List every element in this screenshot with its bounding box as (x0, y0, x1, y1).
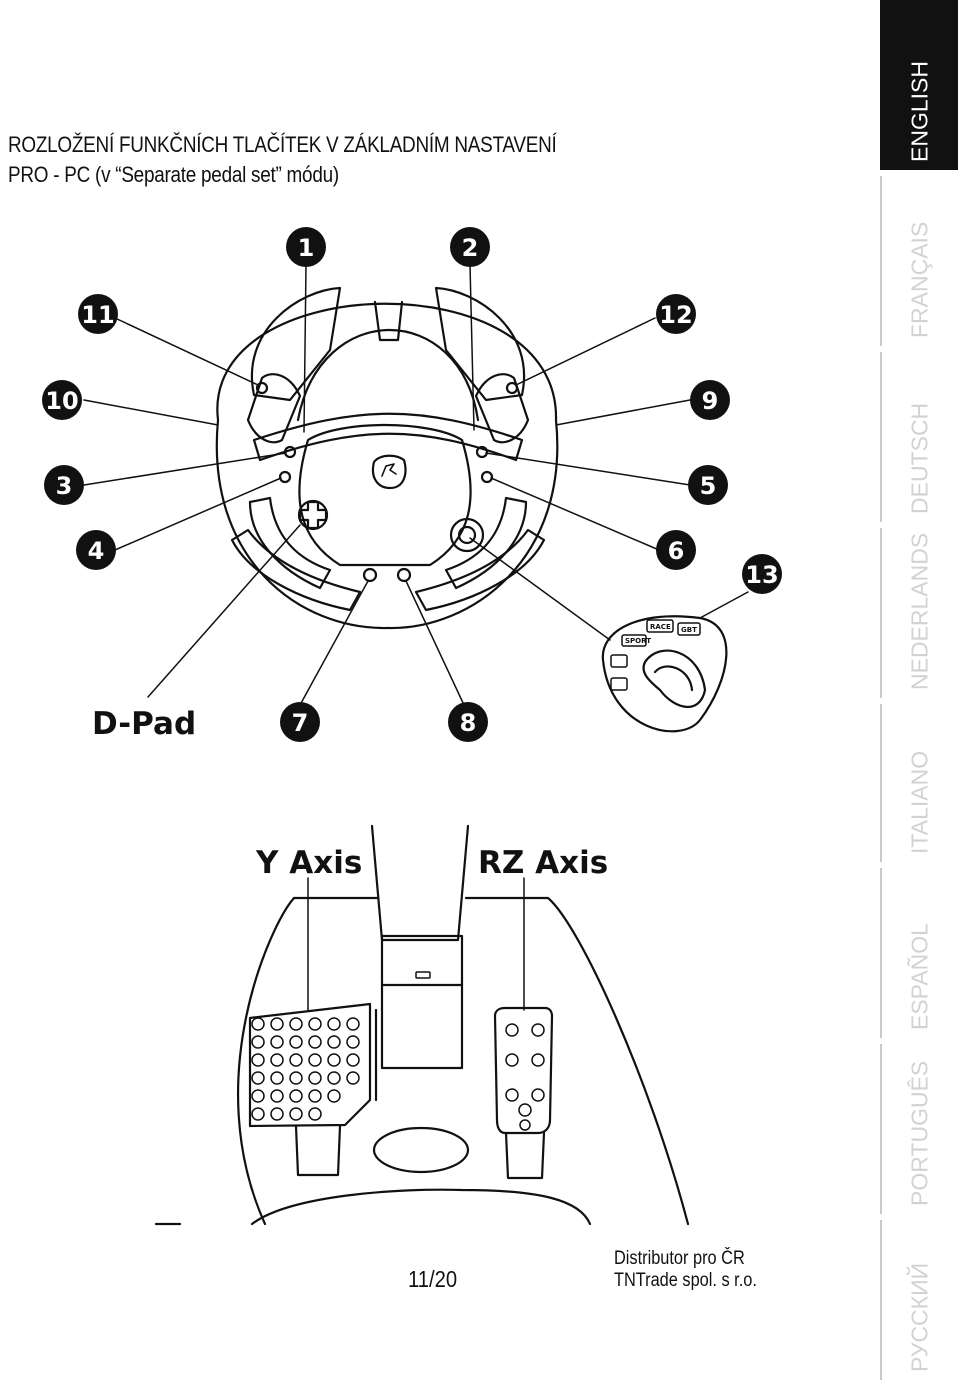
tab-francais[interactable]: FRANÇAIS (880, 176, 958, 346)
callout-number: 9 (702, 387, 719, 415)
tab-deutsch[interactable]: DEUTSCH (880, 352, 958, 522)
brake-pedal-holes (251, 1017, 360, 1121)
mode-button-race: RACE (650, 623, 671, 631)
accelerator-pedal-holes (505, 1023, 545, 1131)
tab-italiano[interactable]: ITALIANO (880, 704, 958, 862)
callout-13: 13 (742, 554, 782, 594)
y-axis-label: Y Axis (255, 845, 362, 881)
callout-2: 2 (450, 227, 490, 267)
horse-emblem-icon (371, 454, 407, 490)
callout-8: 8 (448, 702, 488, 742)
brake-pedal (248, 1002, 372, 1177)
callout-11: 11 (78, 294, 118, 334)
tab-label: PORTUGUÊS (906, 1060, 933, 1206)
distributor-line-2: TNTrade spol. s r.o. (614, 1270, 757, 1291)
callout-1: 1 (286, 227, 326, 267)
callout-number: 10 (45, 387, 78, 415)
page-subtitle: PRO - PC (v “Separate pedal set” módu) (8, 162, 339, 187)
callout-number: 5 (700, 472, 717, 500)
language-tabs: ENGLISH FRANÇAIS DEUTSCH NEDERLANDS ITAL… (870, 0, 960, 1384)
accelerator-pedal (374, 1006, 554, 1180)
tab-label: ENGLISH (906, 61, 933, 162)
callout-9: 9 (690, 380, 730, 420)
callout-4: 4 (76, 530, 116, 570)
rz-axis-label: RZ Axis (478, 845, 608, 881)
tab-label: ITALIANO (906, 750, 933, 854)
tab-english[interactable]: ENGLISH (880, 0, 958, 170)
callout-number: 12 (659, 301, 692, 329)
dpad-label: D-Pad (92, 706, 196, 742)
callout-10: 10 (42, 380, 82, 420)
callout-12: 12 (656, 294, 696, 334)
tab-label: FRANÇAIS (906, 221, 933, 338)
tab-nederlands[interactable]: NEDERLANDS (880, 528, 958, 698)
callout-number: 7 (292, 709, 309, 737)
tab-label: ESPAÑOL (906, 923, 933, 1030)
mode-button-labels: RACE GBT SPORT (625, 623, 697, 645)
leader-lines (83, 264, 749, 1011)
callout-number: 6 (668, 537, 685, 565)
callout-number: 13 (745, 561, 778, 589)
pedal-base (154, 824, 690, 1226)
rotary-knob (449, 517, 485, 553)
mode-button-gbt: GBT (681, 626, 697, 634)
page-title: ROZLOŽENÍ FUNKČNÍCH TLAČÍTEK V ZÁKLADNÍM… (8, 132, 557, 157)
callout-6: 6 (656, 530, 696, 570)
page-number: 11/20 (408, 1266, 458, 1292)
callout-number: 11 (81, 301, 114, 329)
callout-number: 8 (460, 709, 477, 737)
tab-russian[interactable]: РУССКИЙ (880, 1220, 958, 1380)
callout-3: 3 (44, 465, 84, 505)
callout-number: 1 (298, 234, 315, 262)
callout-7: 7 (280, 702, 320, 742)
tab-espanol[interactable]: ESPAÑOL (880, 868, 958, 1038)
tab-portugues[interactable]: PORTUGUÊS (880, 1044, 958, 1214)
callout-number: 2 (462, 234, 479, 262)
steering-wheel (215, 286, 559, 630)
callout-5: 5 (688, 465, 728, 505)
mode-button-sport: SPORT (625, 637, 651, 645)
callout-number: 4 (88, 537, 105, 565)
tab-label: РУССКИЙ (906, 1262, 933, 1372)
mode-selector-panel (601, 615, 728, 733)
distributor-line-1: Distributor pro ČR (614, 1248, 745, 1269)
tab-label: DEUTSCH (906, 402, 933, 514)
tab-label: NEDERLANDS (906, 532, 933, 690)
callout-number: 3 (56, 472, 73, 500)
